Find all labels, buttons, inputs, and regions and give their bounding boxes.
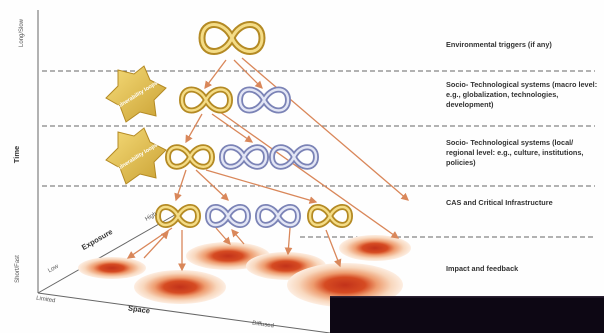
arrow	[212, 114, 252, 142]
loop-local-gold	[168, 147, 212, 167]
axis-tick-short-fast: Short/Fast	[15, 255, 21, 283]
loop-macro-gold	[182, 90, 230, 111]
loop-cas-gold	[158, 207, 198, 225]
arrow	[176, 170, 186, 200]
arrow	[234, 60, 262, 88]
loop-cas-gold-2	[310, 207, 350, 225]
loop-environmental	[202, 25, 262, 52]
arrow	[242, 58, 408, 200]
level-label-cas: CAS and Critical Infrastructure	[446, 198, 602, 208]
impact-zone	[134, 270, 226, 304]
arrow	[326, 230, 340, 266]
loop-local-silver	[222, 147, 266, 167]
axis-tick-long-slow: Long/Slow	[19, 19, 25, 47]
vulnerability-badge-lower: Vulnerability loops	[106, 128, 166, 184]
arrow	[205, 60, 226, 88]
impact-zone	[339, 235, 411, 261]
arrow	[128, 228, 172, 258]
level-label-impact: Impact and feedback	[446, 264, 602, 274]
vulnerability-badge-upper: Vulnerability loops	[106, 66, 166, 122]
loop-cas-silver-2	[258, 207, 298, 225]
arrow	[186, 114, 202, 142]
dark-overlay-panel-border	[330, 296, 604, 298]
impact-zone	[78, 257, 146, 279]
level-label-macro: Socio- Technological systems (macro leve…	[446, 80, 602, 110]
arrow	[216, 228, 230, 244]
loop-cas-silver	[208, 207, 248, 225]
axis-label-time: Time	[12, 146, 21, 163]
level-label-environmental: Environmental triggers (if any)	[446, 40, 602, 50]
dark-overlay-panel	[330, 296, 604, 333]
arrow	[288, 228, 290, 254]
loops	[158, 25, 350, 226]
loop-macro-silver	[240, 90, 288, 111]
arrow	[232, 230, 244, 244]
level-label-local: Socio- Technological systems (local/ reg…	[446, 138, 602, 168]
